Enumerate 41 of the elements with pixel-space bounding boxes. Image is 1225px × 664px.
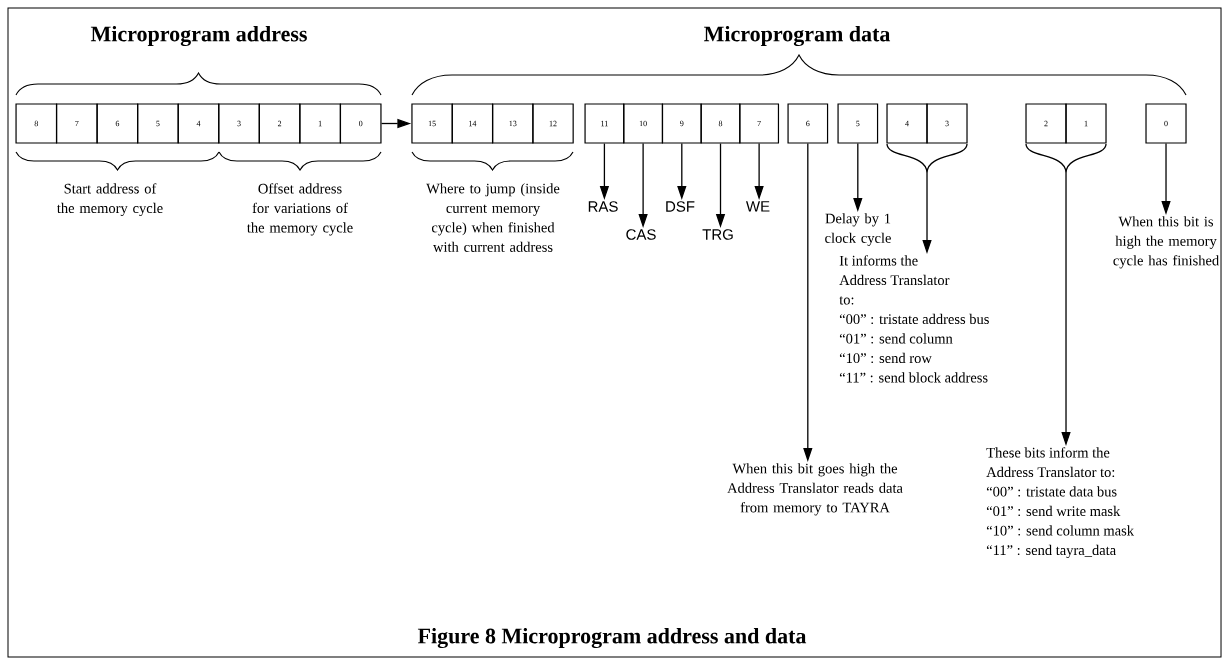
bit-cell: 1 xyxy=(299,103,341,144)
bit-cell: 4 xyxy=(886,103,928,144)
annotation-text: It informs the Address Translator to: “00” : tristate address bus “01” : send column “10” : send row “11” : send block address xyxy=(839,255,989,383)
bit-cell: 1 xyxy=(1065,103,1107,144)
bit-cell: 7 xyxy=(55,103,98,144)
signal-label: DSF xyxy=(666,201,695,212)
bit-cell: 2 xyxy=(258,103,301,144)
bit-cell: 2 xyxy=(1025,103,1067,144)
annotation-text: These bits inform the Address Translator to: “00” : tristate data bus “01” : send write mask “10” : send column mask “11” : send tayra_data xyxy=(986,447,1134,559)
bit-cell: 4 xyxy=(177,103,220,144)
bit-cell: 11 xyxy=(584,103,625,144)
heading: Microprogram data xyxy=(704,25,891,47)
bit-cell: 9 xyxy=(661,103,702,144)
bit-cell: 3 xyxy=(926,103,968,144)
bit-cell: 13 xyxy=(492,103,534,144)
annotation-text: Delay by 1 clock cycle xyxy=(825,213,891,246)
signal-label: RAS xyxy=(588,201,618,212)
heading: Microprogram address xyxy=(90,25,307,47)
bit-cell: 8 xyxy=(700,103,741,144)
bit-cell: 5 xyxy=(137,103,179,144)
field-description: Where to jump (inside current memory cycle) when finished with current address xyxy=(426,183,560,252)
bit-cell: 6 xyxy=(787,103,829,144)
bit-cell: 10 xyxy=(623,103,664,144)
annotation-text: When this bit is high the memory cycle has finished xyxy=(1113,216,1219,269)
bit-cell: 12 xyxy=(532,103,574,144)
field-description: Start address of the memory cycle xyxy=(57,183,163,217)
bit-cell: 5 xyxy=(837,103,879,144)
signal-label: CAS xyxy=(626,229,656,240)
field-description: Offset address for variations of the memory cycle xyxy=(247,183,353,236)
bit-cell: 8 xyxy=(15,103,58,144)
bit-cell: 0 xyxy=(339,103,382,144)
bit-cell: 3 xyxy=(218,103,260,144)
bit-cell: 14 xyxy=(451,103,494,144)
figure-caption: Figure 8 Microprogram address and data xyxy=(417,627,807,649)
bit-cell: 0 xyxy=(1145,103,1187,144)
bit-cell: 7 xyxy=(739,103,780,144)
signal-label: TRG xyxy=(702,229,733,240)
bit-cell: 15 xyxy=(411,103,453,144)
bit-cell: 6 xyxy=(96,103,139,144)
annotation-text: When this bit goes high the Address Translator reads data from memory to TAYRA xyxy=(727,463,903,516)
signal-label: WE xyxy=(746,201,770,212)
